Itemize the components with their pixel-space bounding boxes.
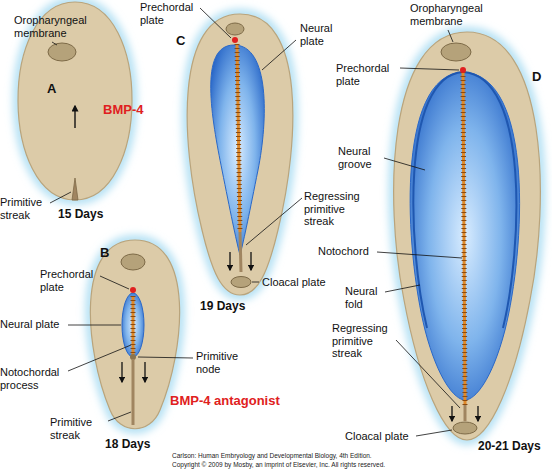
part-label: Cloacal plate [345,430,409,443]
notochord [463,72,465,405]
notochord-ticks [237,44,240,232]
embryonic-disc [18,2,540,440]
part-label: Regressing primitive streak [332,322,394,360]
neural-fold [463,72,516,328]
part-label: Neural groove [338,145,383,170]
part-label: Primitive streak [0,196,55,221]
part-label: Oropharyngeal membrane [410,2,490,27]
arrow [229,252,230,270]
part-label: Prechordal plate [140,1,202,26]
cloacal-plate [453,422,477,434]
arrow [477,406,478,421]
glow [18,2,540,440]
stage-age: 20-21 Days [478,440,541,454]
panel-letter: A [47,82,56,97]
notochordal-process [132,296,135,355]
panel-letter: C [176,34,185,49]
primitive-streak [132,359,135,425]
part-label: Notochordal process [0,366,70,391]
part-label: Cloacal plate [262,276,326,289]
panel-letter: D [532,70,541,85]
signal-label: BMP-4 [103,103,143,118]
arrow [74,106,75,128]
stage-age: 19 Days [200,300,245,314]
panel-letter: B [100,246,109,261]
credit-line: Carlson: Human Embryology and Developmen… [172,452,372,460]
leader-line [50,8,462,436]
part-label: Primitive node [196,350,246,375]
prechordal-plate [130,287,136,293]
part-label: Primitive streak [50,416,107,441]
credit-line: Copyright © 2009 by Mosby, an imprint of… [172,461,385,469]
arrow [121,362,122,382]
neural-plate [211,45,265,255]
arrow [250,252,251,270]
prechordal-plate [460,67,466,73]
arrow [144,362,145,382]
part-label: Prechordal plate [336,62,398,87]
prechordal-plate [232,37,238,43]
primitive-streak [240,232,241,272]
cloacal-plate [231,277,251,288]
stage-age: 15 Days [58,208,103,222]
oropharyngeal-membrane [48,23,471,270]
part-label: Notochord [318,245,369,258]
stage-age: 18 Days [105,438,150,452]
notochord [237,44,240,232]
primitive-streak [72,178,78,200]
part-label: Oropharyngeal membrane [14,14,94,39]
neural-fold [413,72,463,328]
notochord-ticks [463,72,465,405]
notochord-ticks [131,296,136,355]
part-label: Neural fold [345,285,385,310]
arrow [451,406,452,421]
part-label: Prechordal plate [40,268,102,293]
part-label: Regressing primitive streak [304,190,366,228]
part-label: Neural plate [0,318,59,331]
primitive-streak [464,405,467,421]
signal-label: BMP-4 antagonist [170,394,280,409]
part-label: Neural plate [300,22,345,47]
